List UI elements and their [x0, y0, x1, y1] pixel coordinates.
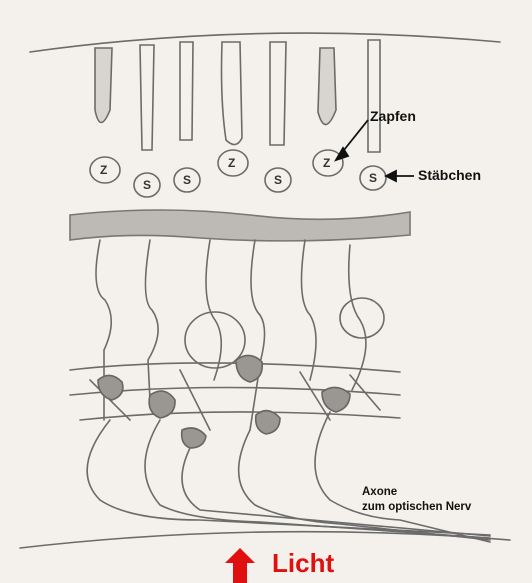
label-axone-line2: zum optischen Nerv	[362, 500, 471, 515]
staebchen-arrow-head	[386, 171, 396, 181]
cell-letter: Z	[228, 156, 235, 170]
cell-letter: S	[143, 178, 151, 192]
photoreceptor-outer-segments	[95, 40, 380, 152]
cell-letter: S	[183, 173, 191, 187]
cell-letter: S	[274, 173, 282, 187]
cell-letter: Z	[100, 163, 107, 177]
cell-letter: S	[369, 171, 377, 185]
label-axone-line1: Axone	[362, 485, 471, 500]
label-licht: Licht	[272, 548, 334, 579]
ganglion-axons	[87, 412, 490, 542]
light-arrow-icon	[225, 548, 255, 583]
label-staebchen: Stäbchen	[418, 167, 481, 183]
label-zapfen: Zapfen	[370, 108, 416, 124]
label-axone: Axone zum optischen Nerv	[362, 485, 471, 515]
outer-plexiform-band	[70, 210, 410, 241]
cell-letter: Z	[323, 156, 330, 170]
